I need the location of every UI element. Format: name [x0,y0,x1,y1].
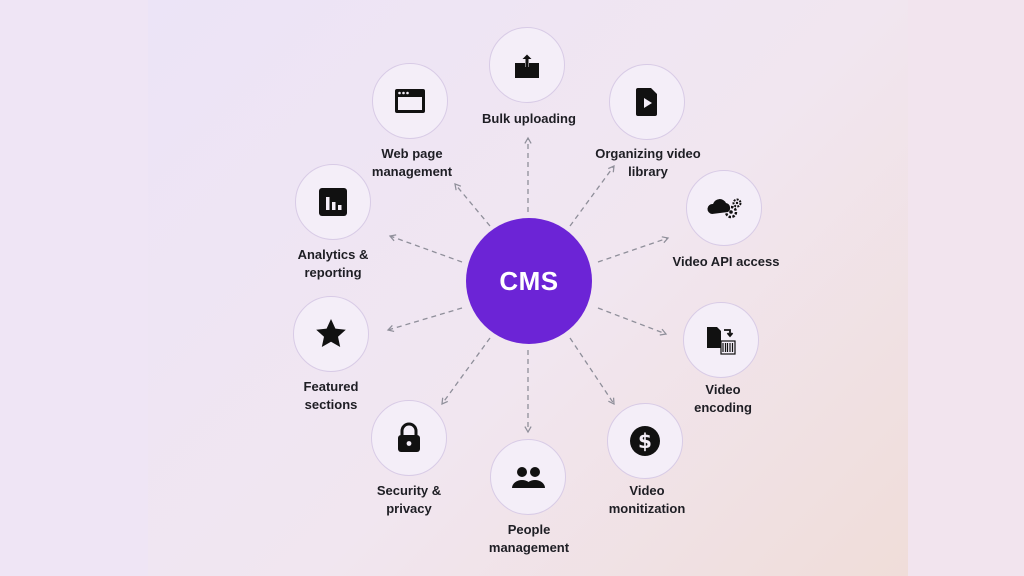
cms-hub-label: CMS [499,265,559,296]
analytics-reporting-label: Analytics &reporting [297,247,369,280]
cms-hub: CMS [466,218,592,344]
organizing-video-library-circle [609,64,685,140]
lock-icon [398,422,420,452]
svg-text:$: $ [638,429,652,453]
dollar-coin-icon: $ [630,426,660,456]
bulk-uploading-circle [489,27,565,103]
bar-chart-icon [319,188,347,216]
people-icon [512,467,545,488]
left-margin [0,0,148,576]
video-api-access-label: Video API access [672,254,780,269]
right-margin [908,0,1024,576]
upload-icon [515,53,539,78]
web-page-management-circle [372,63,448,139]
security-privacy-circle [371,400,447,476]
video-api-access-circle [686,170,762,246]
file-barcode-icon [707,327,736,355]
video-encoding-circle [683,302,759,378]
security-privacy-label: Security &privacy [376,483,442,516]
browser-window-icon [395,89,425,113]
bulk-uploading-label: Bulk uploading [482,111,576,126]
star-icon [316,319,346,347]
people-management-circle [490,439,566,515]
video-file-icon [636,88,657,116]
analytics-reporting-circle [295,164,371,240]
featured-sections-circle [293,296,369,372]
video-monitization-circle: $ [607,403,683,479]
cloud-gears-icon [707,198,742,219]
